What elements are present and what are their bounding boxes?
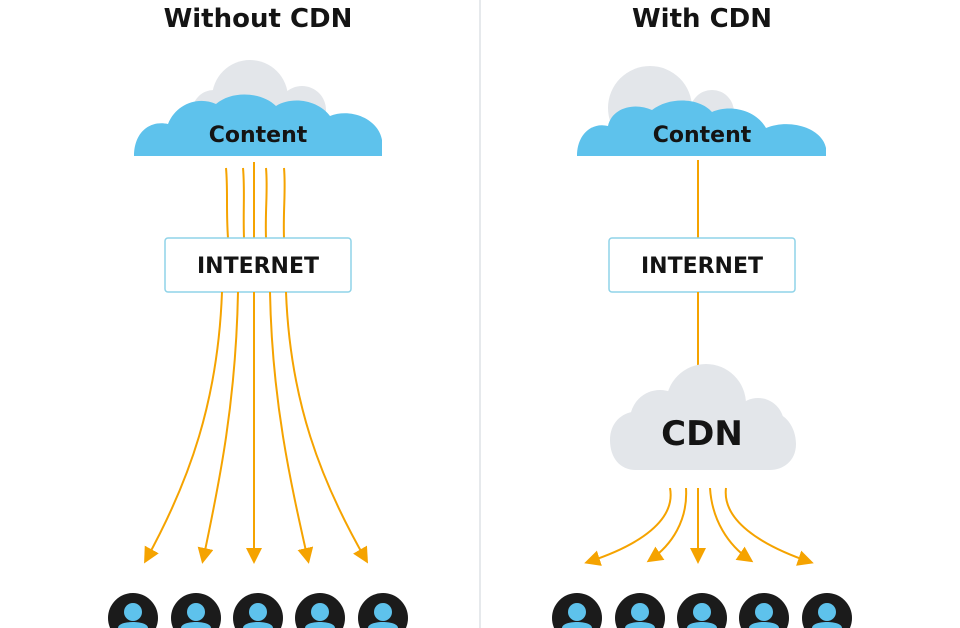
right-content-cloud: Content <box>577 66 826 156</box>
user-icon <box>677 593 727 628</box>
cloud-icon <box>610 364 796 470</box>
cloud-icon <box>577 66 826 156</box>
user-icon <box>358 593 408 628</box>
left-content-cloud: Content <box>134 60 382 156</box>
right-internet-box: INTERNET <box>608 237 796 293</box>
left-cloud-label: Content <box>209 123 308 148</box>
right-users <box>552 593 852 628</box>
cdn-label: CDN <box>661 414 743 454</box>
arrow-to-user <box>197 291 239 564</box>
user-icon <box>552 593 602 628</box>
user-icon <box>802 593 852 628</box>
right-panel-title: With CDN <box>631 4 772 34</box>
arrow-to-user <box>144 291 223 564</box>
cdn-to-users-arrows <box>584 487 814 566</box>
cdn-cloud: CDN <box>610 364 796 470</box>
left-internet-label: INTERNET <box>197 254 319 279</box>
right-cloud-label: Content <box>653 123 752 148</box>
data-stream-line <box>242 167 245 239</box>
arrow-to-user <box>584 487 672 566</box>
left-internet-box: INTERNET <box>164 237 352 293</box>
left-panel-title: Without CDN <box>163 4 353 34</box>
user-icon <box>171 593 221 628</box>
left-users <box>108 593 408 628</box>
arrow-to-user <box>724 487 814 566</box>
arrow-to-user <box>709 487 754 563</box>
left-internet-to-users-arrows <box>144 291 368 564</box>
user-icon <box>233 593 283 628</box>
arrow-to-user <box>646 487 688 563</box>
arrow-to-user <box>285 291 368 564</box>
data-stream-line <box>264 167 268 239</box>
user-icon <box>739 593 789 628</box>
data-stream-line <box>282 167 286 239</box>
user-icon <box>615 593 665 628</box>
user-icon <box>108 593 158 628</box>
panel-divider <box>479 0 481 628</box>
right-internet-label: INTERNET <box>641 254 763 279</box>
arrow-to-user <box>269 291 314 564</box>
user-icon <box>295 593 345 628</box>
cloud-icon <box>134 60 382 156</box>
data-stream-line <box>225 167 229 239</box>
left-cloud-to-internet-lines <box>225 162 286 239</box>
